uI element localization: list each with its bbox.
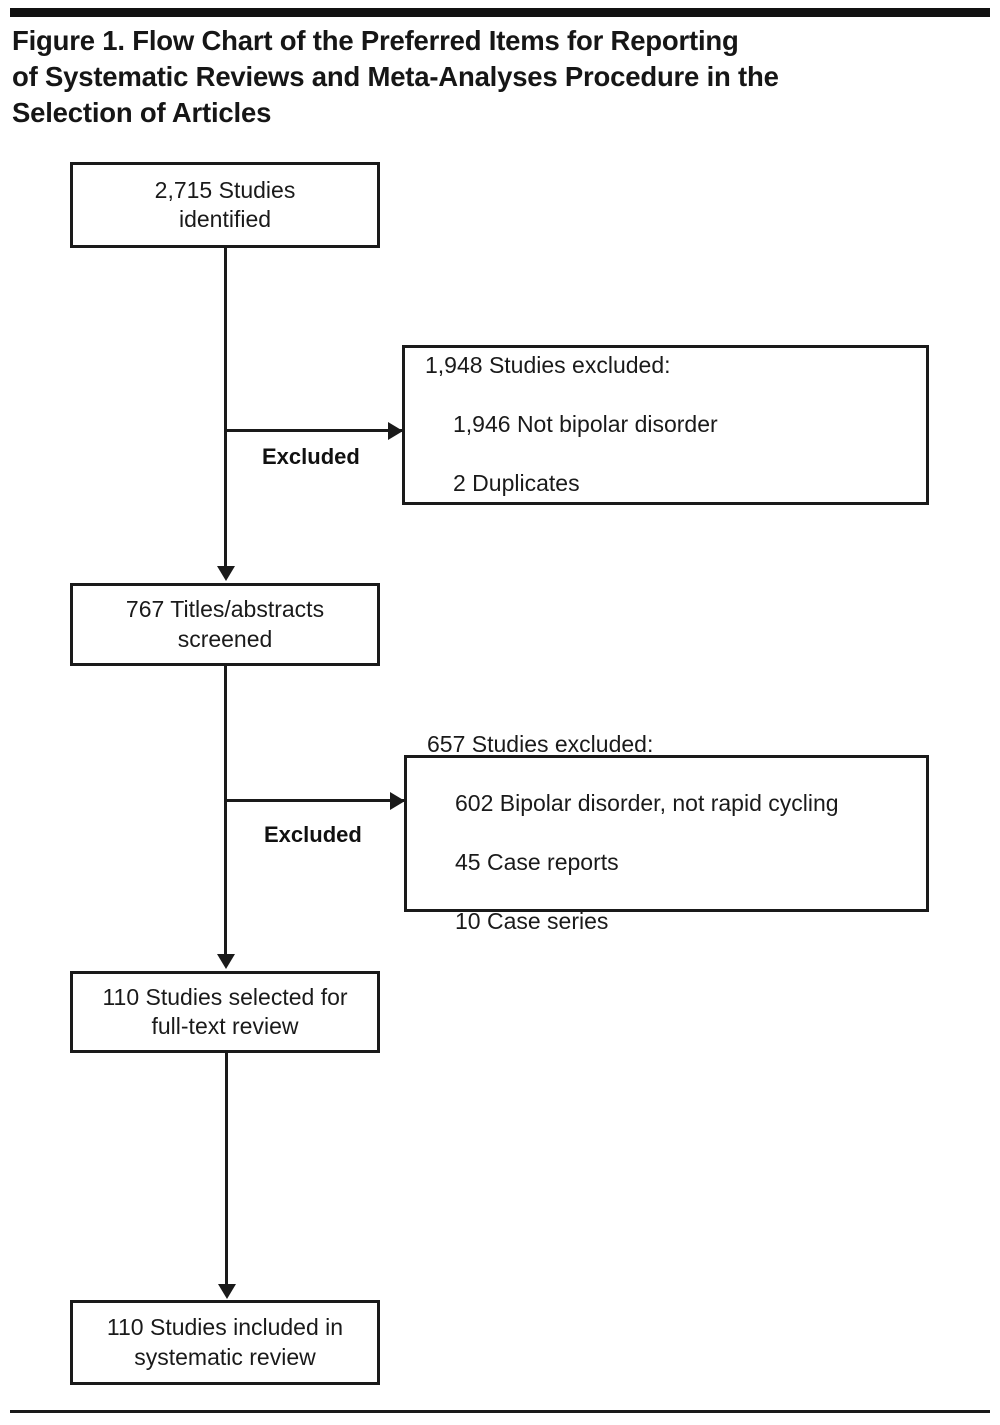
excluded-2-heading: 657 Studies excluded: [427, 731, 654, 758]
figure-top-rule [10, 8, 990, 17]
figure-title: Figure 1. Flow Chart of the Preferred It… [12, 25, 779, 128]
flow-node-identified-label: 2,715 Studies identified [154, 176, 296, 232]
excluded-2-list: 657 Studies excluded: 602 Bipolar disord… [407, 701, 839, 966]
arrowhead-right-to-excluded-1 [388, 422, 403, 440]
flow-node-included: 110 Studies included in systematic revie… [70, 1300, 380, 1385]
excluded-2-item-2: 10 Case series [455, 908, 609, 935]
connector-screened-to-full-text [224, 666, 227, 956]
excluded-1-heading: 1,948 Studies excluded: [425, 352, 671, 379]
excluded-2-item-1: 45 Case reports [455, 849, 619, 876]
connector-full-text-to-included [225, 1053, 228, 1286]
connector-screened-to-excluded-2 [224, 799, 406, 802]
connector-identified-to-screened [224, 248, 227, 568]
flow-node-screened-label: 767 Titles/abstracts screened [125, 596, 325, 652]
arrowhead-down-to-included [218, 1284, 236, 1299]
flow-node-excluded-2: 657 Studies excluded: 602 Bipolar disord… [404, 731, 929, 934]
edge-label-excluded-1: Excluded [262, 444, 360, 469]
excluded-2-item-0: 602 Bipolar disorder, not rapid cycling [455, 790, 839, 817]
excluded-1-item-0: 1,946 Not bipolar disorder [453, 411, 718, 438]
connector-identified-to-excluded-1 [224, 429, 404, 432]
excluded-1-list: 1,948 Studies excluded: 1,946 Not bipola… [405, 322, 718, 528]
flow-node-included-label: 110 Studies included in systematic revie… [106, 1314, 344, 1370]
figure-bottom-rule [10, 1410, 990, 1413]
flow-node-full-text-label: 110 Studies selected for full-text revie… [102, 983, 348, 1039]
arrowhead-down-to-full-text [217, 954, 235, 969]
flow-node-screened: 767 Titles/abstracts screened [70, 583, 380, 666]
flow-node-excluded-1: 1,948 Studies excluded: 1,946 Not bipola… [402, 345, 929, 505]
flow-node-full-text: 110 Studies selected for full-text revie… [70, 971, 380, 1053]
arrowhead-down-to-screened [217, 566, 235, 581]
edge-label-excluded-2: Excluded [264, 822, 362, 847]
arrowhead-right-to-excluded-2 [390, 792, 405, 810]
flow-node-identified: 2,715 Studies identified [70, 162, 380, 248]
excluded-1-item-1: 2 Duplicates [453, 470, 580, 497]
